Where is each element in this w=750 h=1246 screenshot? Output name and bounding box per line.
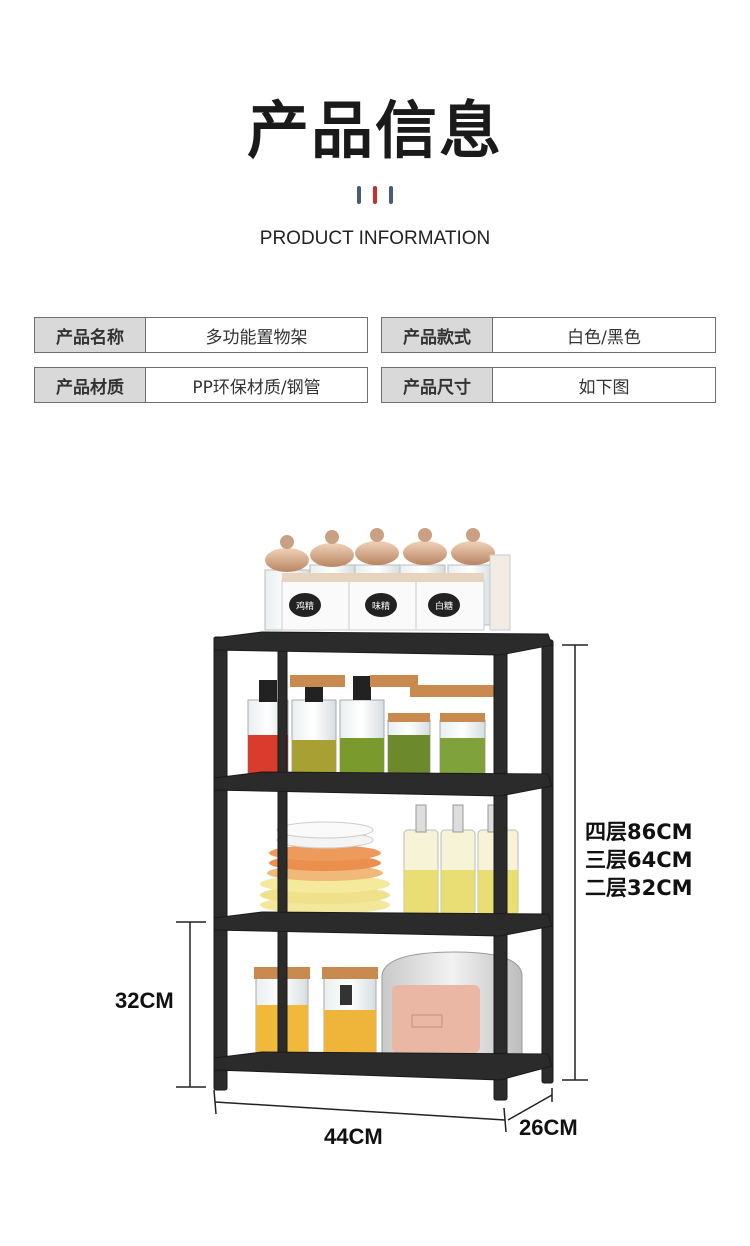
info-value: 如下图: [578, 377, 630, 398]
box-lid: [349, 573, 417, 582]
jar-label-badge: [365, 593, 397, 617]
bottom-shelf-items: [254, 951, 523, 1061]
depth-line: [507, 1094, 553, 1121]
dimension-lines: [176, 644, 588, 1133]
divider-bar-middle: [373, 186, 377, 204]
rack-post-back-right: [541, 639, 554, 1084]
box-lid: [282, 573, 350, 582]
info-value: 白色/黑色: [567, 327, 641, 348]
info-value: 多功能置物架: [205, 327, 308, 348]
info-cell-material: 产品材质 PP环保材质/钢管: [34, 367, 368, 403]
shelf-bottom: [213, 1051, 553, 1081]
info-label: 产品尺寸: [382, 368, 493, 402]
jar-label: 白糖: [435, 600, 453, 612]
shelf-gap-label: 32CM: [115, 988, 174, 1013]
shelf-2: [213, 911, 553, 937]
second-shelf-jars: [247, 675, 495, 774]
jar-label-badge: [428, 593, 460, 617]
layer-height-label: 二层32CM: [585, 876, 693, 900]
title-divider-bars: [357, 186, 397, 206]
width-label: 44CM: [324, 1124, 383, 1149]
shelf-3: [213, 771, 553, 797]
info-cell-name: 产品名称 多功能置物架: [34, 317, 368, 353]
shelf-top: [213, 631, 553, 656]
box-lid: [416, 573, 484, 582]
layer-height-label: 三层64CM: [585, 848, 693, 872]
jar-label-badge: [289, 593, 321, 617]
third-shelf-items: [260, 804, 519, 916]
rack-post-back-left: [277, 644, 288, 1066]
info-label: 产品材质: [35, 368, 146, 402]
rack-post-front-left: [213, 636, 228, 1091]
page-subtitle: PRODUCT INFORMATION: [259, 228, 491, 249]
rice-cooker-panel: [392, 985, 480, 1053]
info-value: PP环保材质/钢管: [192, 377, 321, 398]
info-label: 产品名称: [35, 318, 146, 352]
info-cell-style: 产品款式 白色/黑色: [381, 317, 716, 353]
layer-height-list: 四层86CM 三层64CM 二层32CM: [585, 818, 693, 902]
page-title: 产品信息: [246, 94, 503, 167]
jar-label: 鸡精: [296, 600, 314, 612]
bottle: [489, 554, 511, 631]
divider-bar-right: [389, 186, 393, 204]
divider-bar-left: [357, 186, 361, 204]
depth-label: 26CM: [519, 1115, 578, 1140]
top-shelf-jars: 鸡精 味精 白糖: [264, 528, 511, 631]
jar-label: 味精: [372, 600, 390, 612]
width-line: [214, 1101, 506, 1121]
info-cell-size: 产品尺寸 如下图: [381, 367, 716, 403]
info-label: 产品款式: [382, 318, 493, 352]
layer-height-label: 四层86CM: [585, 820, 693, 844]
rack-frame: [213, 631, 554, 1101]
rack-post-front-right: [493, 644, 508, 1101]
